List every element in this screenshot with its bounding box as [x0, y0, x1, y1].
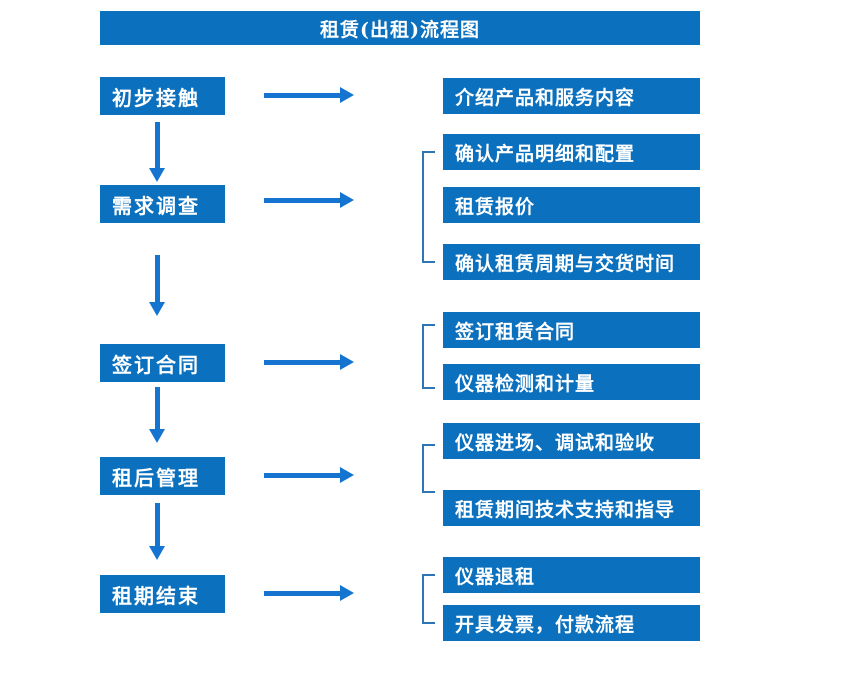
output-box-invoice-payment: 开具发票，付款流程: [443, 605, 700, 641]
step-box-rental-end: 租期结束: [100, 575, 225, 613]
output-box-tech-support: 租赁期间技术支持和指导: [443, 490, 700, 526]
group-bracket-demand-survey: [422, 151, 435, 263]
group-bracket-post-rental-mgmt: [422, 444, 435, 493]
arrow-right-icon-3: [264, 354, 354, 370]
step-box-sign-contract: 签订合同: [100, 344, 225, 382]
arrow-right-icon-2: [264, 192, 354, 208]
arrow-down-icon-3: [149, 387, 165, 443]
arrow-right-icon-4: [264, 467, 354, 483]
output-box-instrument-entry: 仪器进场、调试和验收: [443, 423, 700, 459]
output-box-confirm-period: 确认租赁周期与交货时间: [443, 244, 700, 280]
arrow-down-icon-2: [149, 255, 165, 316]
arrow-down-icon-4: [149, 503, 165, 560]
output-box-sign-rental-contract: 签订租赁合同: [443, 312, 700, 348]
step-box-post-rental-mgmt: 租后管理: [100, 457, 225, 495]
output-box-confirm-details: 确认产品明细和配置: [443, 134, 700, 170]
arrow-right-icon-1: [264, 87, 354, 103]
step-box-initial-contact: 初步接触: [100, 77, 225, 115]
arrow-down-icon-1: [149, 122, 165, 182]
output-box-instrument-testing: 仪器检测和计量: [443, 364, 700, 400]
output-box-instrument-return: 仪器退租: [443, 557, 700, 593]
group-bracket-rental-end: [422, 574, 435, 624]
group-bracket-sign-contract: [422, 324, 435, 389]
flowchart-title: 租赁(出租)流程图: [100, 11, 700, 45]
output-box-rental-quote: 租赁报价: [443, 187, 700, 223]
output-box-introduce-products: 介绍产品和服务内容: [443, 78, 700, 114]
step-box-demand-survey: 需求调查: [100, 185, 225, 223]
arrow-right-icon-5: [264, 585, 354, 601]
